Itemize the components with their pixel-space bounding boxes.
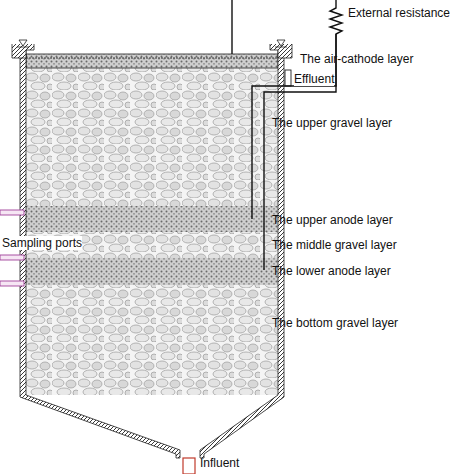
air-cathode [26,54,278,68]
influent-pipe [183,458,195,474]
pipe-label: Effluent [294,72,334,86]
sampling-port [0,210,24,215]
water-level [19,40,27,46]
layer-label: The lower anode layer [272,264,391,278]
water-level [277,40,285,46]
right-wall [200,50,284,458]
resistor-label: External resistance [348,6,450,20]
sampling-port [0,255,24,260]
upper-gravel [26,68,278,206]
effluent-pipe [285,70,291,86]
bottom-gravel [26,285,278,395]
layer-label: The air-cathode layer [300,52,413,66]
layer-label: The bottom gravel layer [272,316,398,330]
upper-anode [26,206,278,232]
port-label: Sampling ports [2,236,82,250]
layer-label: The upper gravel layer [272,116,392,130]
layer-label: The middle gravel layer [272,238,397,252]
layer-label: The upper anode layer [272,213,393,227]
left-wall [20,50,180,458]
pipe-label: Influent [200,456,239,470]
sampling-port [0,281,24,286]
lower-anode [26,258,278,285]
wires [232,0,342,270]
